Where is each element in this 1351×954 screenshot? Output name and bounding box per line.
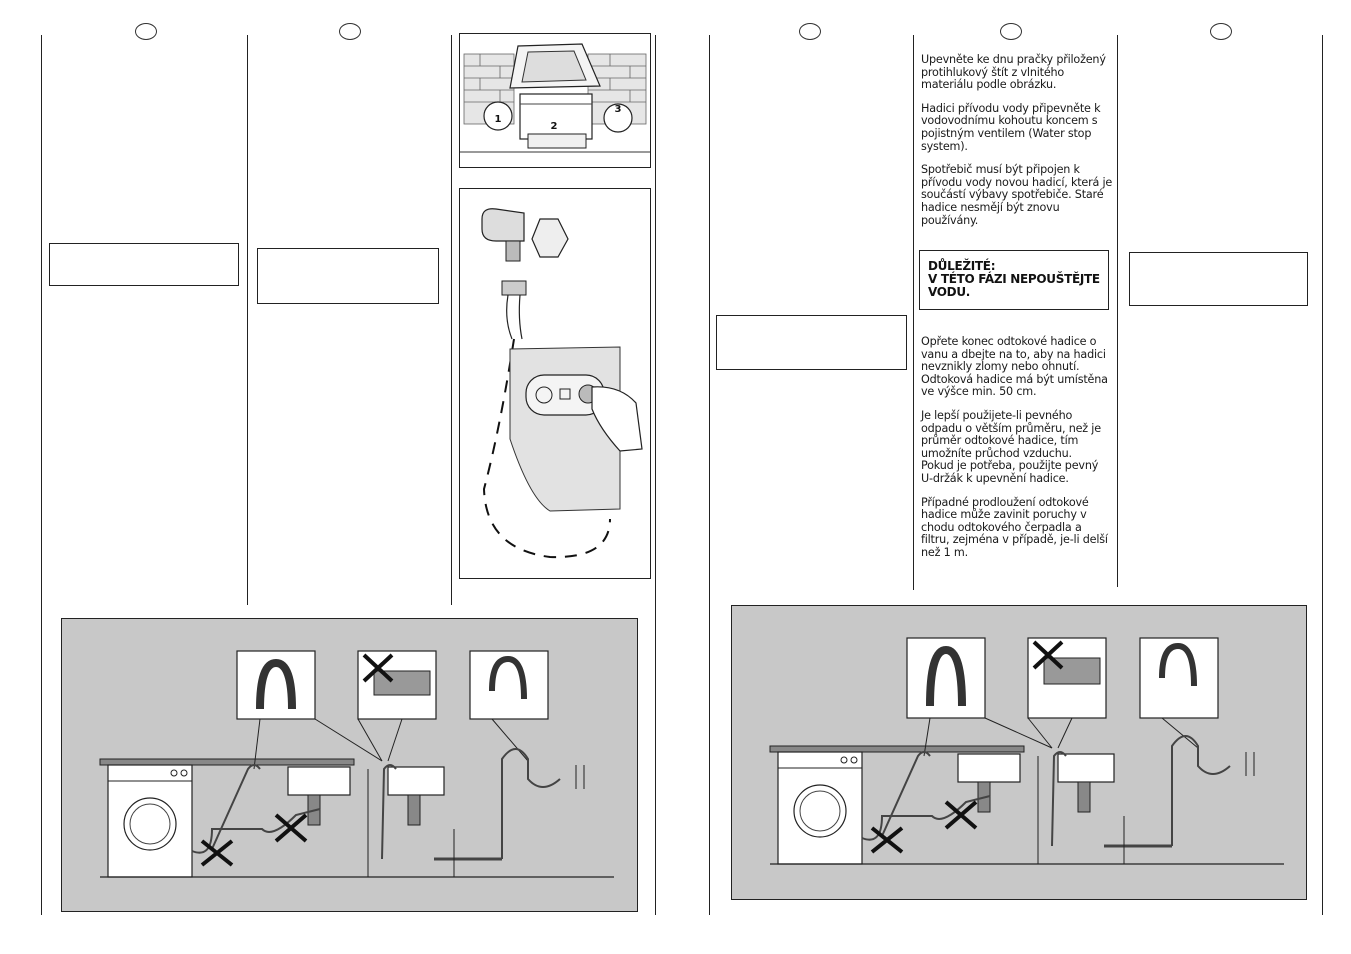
paragraph: Je lepší použijete-li pevného odpadu o v… xyxy=(921,408,1101,485)
column-divider xyxy=(451,35,452,605)
shield-installation-figure: 1 2 3 xyxy=(459,33,651,168)
language-marker-icon xyxy=(135,23,157,40)
language-marker-icon xyxy=(799,23,821,40)
water-hose-figure xyxy=(459,188,651,579)
step-number: 1 xyxy=(495,114,502,125)
paragraph: Spotřebič musí být připojen k přívodu vo… xyxy=(921,163,1113,227)
note-box xyxy=(257,248,439,304)
column-divider xyxy=(913,35,914,590)
step-number: 2 xyxy=(551,121,558,132)
language-marker-icon xyxy=(339,23,361,40)
important-notice: DŮLEŽITÉ: V TÉTO FÁZI NEPOUŠTĚJTE VODU. xyxy=(919,250,1109,310)
language-marker-icon xyxy=(1210,23,1232,40)
instruction-text-top: Upevněte ke dnu pračky přiložený protihl… xyxy=(921,53,1113,238)
paragraph: Případné prodloužení odtokové hadice můž… xyxy=(921,495,1108,559)
column-divider xyxy=(247,35,248,605)
page-fold-line xyxy=(709,35,710,915)
paragraph: Upevněte ke dnu pračky přiložený protihl… xyxy=(921,53,1106,92)
paragraph: Hadici přívodu vody připevněte k vodovod… xyxy=(921,101,1101,153)
language-marker-icon xyxy=(1000,23,1022,40)
paragraph: Opřete konec odtokové hadice o vanu a db… xyxy=(921,335,1108,399)
column-divider xyxy=(1117,35,1118,587)
important-title: DŮLEŽITÉ: xyxy=(928,259,996,273)
drain-hose-diagram-left xyxy=(61,618,638,912)
column-divider xyxy=(41,35,42,915)
step-number: 3 xyxy=(615,104,622,115)
note-box xyxy=(1129,252,1308,306)
column-divider xyxy=(1322,35,1323,915)
note-box xyxy=(49,243,239,286)
drain-hose-diagram-right xyxy=(731,605,1307,900)
instruction-text-bottom: Opřete konec odtokové hadice o vanu a db… xyxy=(921,335,1113,571)
page-fold-line xyxy=(655,35,656,915)
important-text: V TÉTO FÁZI NEPOUŠTĚJTE VODU. xyxy=(928,272,1100,299)
note-box xyxy=(716,315,907,370)
